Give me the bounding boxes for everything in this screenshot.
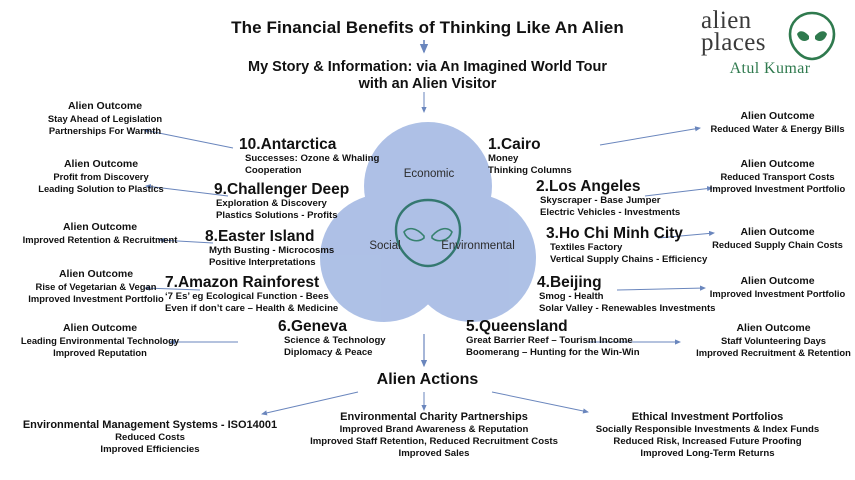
city-challenger-deep-title: 9.Challenger Deep [214,181,350,198]
action-title: Environmental Management Systems - ISO14… [22,419,278,431]
arrow-cairo-outcome [599,126,701,146]
city-challenger-deep[interactable]: 9.Challenger Deep Exploration & Discover… [214,181,349,221]
city-ho-chi-minh-city[interactable]: 3.Ho Chi Minh City Textiles Factory Vert… [546,225,707,265]
alien-head-icon [788,11,836,61]
city-queensland-title: 5.Queensland [466,318,568,335]
outcome-heading: Alien Outcome [63,158,139,170]
outcome-beijing-lines: Improved Investment Portfolio [709,288,846,299]
outcome-heading: Alien Outcome [740,158,815,170]
action-lines: Reduced Costs Improved Efficiencies [100,432,200,455]
city-los-angeles[interactable]: 2.Los Angeles Skyscraper - Base Jumper E… [536,178,680,218]
brand-logo[interactable]: alien places Atul Kumar [695,6,845,84]
venn-label-social: Social [369,240,401,252]
outcome-easter-island: Alien Outcome Improved Retention & Recru… [0,221,200,246]
venn-diagram: Economic Social Environmental [318,120,538,330]
outcome-ho-chi-minh-city-lines: Reduced Supply Chain Costs [712,239,843,250]
city-cairo[interactable]: 1.Cairo Money Thinking Columns [488,136,572,176]
outcome-heading: Alien Outcome [58,268,134,280]
logo-author: Atul Kumar [729,60,811,77]
page-subtitle: My Story & Information: via An Imagined … [100,59,755,93]
outcome-antarctica: Alien Outcome Stay Ahead of Legislation … [10,100,200,136]
city-geneva-details: Science & Technology Diplomacy & Peace [284,335,386,358]
action-lines: Socially Responsible Investments & Index… [595,424,820,459]
logo-word-places: places [701,29,766,56]
outcome-heading: Alien Outcome [67,100,143,112]
city-antarctica[interactable]: 10.Antarctica Successes: Ozone & Whaling… [239,136,379,176]
city-beijing-details: Smog - Health Solar Valley - Renewables … [539,291,716,314]
city-antarctica-details: Successes: Ozone & Whaling Cooperation [245,153,380,176]
subtitle-line-1: My Story & Information: via An Imagined … [247,59,608,75]
outcome-los-angeles: Alien Outcome Reduced Transport Costs Im… [700,158,855,194]
outcome-ho-chi-minh-city: Alien Outcome Reduced Supply Chain Costs [700,226,855,251]
outcome-beijing: Alien Outcome Improved Investment Portfo… [700,275,855,300]
outcome-cairo-lines: Reduced Water & Energy Bills [710,123,845,134]
outcome-heading: Alien Outcome [740,275,815,287]
subtitle-line-2: with an Alien Visitor [358,76,497,92]
page-title: The Financial Benefits of Thinking Like … [231,18,624,37]
city-los-angeles-title: 2.Los Angeles [536,178,641,195]
outcome-antarctica-lines: Stay Ahead of Legislation Partnerships F… [47,113,163,136]
logo-word-alien: alien [701,7,752,34]
outcome-queensland: Alien Outcome Staff Volunteering Days Im… [692,322,855,358]
city-queensland-details: Great Barrier Reef – Tourism Income Boom… [466,335,640,358]
city-cairo-title: 1.Cairo [488,136,541,153]
outcome-heading: Alien Outcome [740,110,815,122]
venn-label-environmental: Environmental [441,240,515,252]
outcome-challenger-deep-lines: Profit from Discovery Leading Solution t… [38,171,164,194]
city-cairo-details: Money Thinking Columns [488,153,572,176]
outcome-challenger-deep: Alien Outcome Profit from Discovery Lead… [6,158,196,194]
outcome-geneva-lines: Leading Environmental Technology Improve… [20,335,180,358]
venn-svg [320,122,536,322]
outcome-amazon-rainforest-lines: Rise of Vegetarian & Vegan Improved Inve… [28,281,164,304]
city-queensland[interactable]: 5.Queensland Great Barrier Reef – Touris… [466,318,640,358]
outcome-queensland-lines: Staff Volunteering Days Improved Recruit… [696,335,851,358]
city-antarctica-title: 10.Antarctica [239,136,337,153]
city-amazon-rainforest[interactable]: 7.Amazon Rainforest ‘7 Es’ eg Ecological… [165,274,338,314]
action-environmental-management-systems: Environmental Management Systems - ISO14… [0,418,300,456]
outcome-heading: Alien Outcome [62,221,138,233]
city-easter-island[interactable]: 8.Easter Island Myth Busting - Microcosm… [205,228,334,268]
venn-alien-head-icon [394,198,462,268]
city-ho-chi-minh-city-details: Textiles Factory Vertical Supply Chains … [550,242,708,265]
action-ethical-investment-portfolios: Ethical Investment Portfolios Socially R… [560,410,855,460]
outcome-los-angeles-lines: Reduced Transport Costs Improved Investm… [709,171,846,194]
city-los-angeles-details: Skyscraper - Base Jumper Electric Vehicl… [540,195,681,218]
alien-actions-heading: Alien Actions [376,371,479,388]
outcome-geneva: Alien Outcome Leading Environmental Tech… [0,322,200,358]
city-geneva-title: 6.Geneva [278,318,347,335]
city-challenger-deep-details: Exploration & Discovery Plastics Solutio… [216,198,338,221]
venn-circle-social [320,194,448,322]
action-lines: Improved Brand Awareness & Reputation Im… [310,424,558,459]
action-title: Ethical Investment Portfolios [631,411,784,423]
city-beijing-title: 4.Beijing [537,274,602,291]
city-amazon-rainforest-title: 7.Amazon Rainforest [165,274,320,291]
city-ho-chi-minh-city-title: 3.Ho Chi Minh City [546,225,683,242]
venn-circle-environmental [408,194,536,322]
action-environmental-charity-partnerships: Environmental Charity Partnerships Impro… [284,410,584,460]
outcome-heading: Alien Outcome [740,226,815,238]
venn-label-economic: Economic [403,168,455,180]
city-easter-island-title: 8.Easter Island [205,228,315,245]
outcome-easter-island-lines: Improved Retention & Recruitment [22,234,178,245]
city-amazon-rainforest-details: ‘7 Es’ eg Ecological Function - Bees Eve… [165,291,339,314]
action-title: Environmental Charity Partnerships [340,411,528,423]
logo-wordmark: alien places [695,6,845,62]
outcome-cairo: Alien Outcome Reduced Water & Energy Bil… [700,110,855,135]
outcome-heading: Alien Outcome [736,322,811,334]
outcome-amazon-rainforest: Alien Outcome Rise of Vegetarian & Vegan… [0,268,192,304]
city-easter-island-details: Myth Busting - Microcosms Positive Inter… [209,245,335,268]
city-beijing[interactable]: 4.Beijing Smog - Health Solar Valley - R… [537,274,716,314]
arrow-action-col-3 [491,391,589,414]
city-geneva[interactable]: 6.Geneva Science & Technology Diplomacy … [278,318,386,358]
outcome-heading: Alien Outcome [62,322,138,334]
